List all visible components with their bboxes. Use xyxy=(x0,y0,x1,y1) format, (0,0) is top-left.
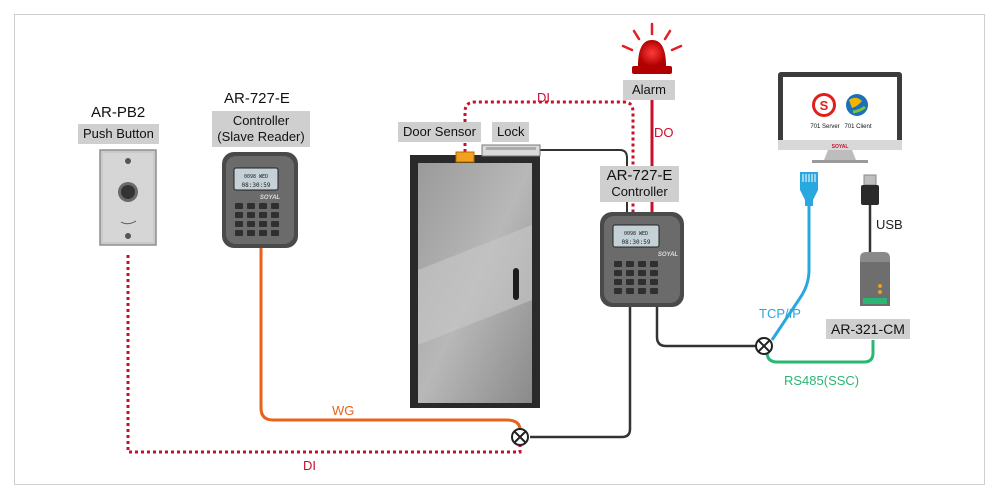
alarm-light-icon xyxy=(621,22,683,74)
rs485-label: RS485(SSC) xyxy=(784,373,860,388)
push-button-model: AR-PB2 xyxy=(91,104,146,121)
converter-tag: AR-321-CM xyxy=(826,319,910,339)
svg-text:0098 WED: 0098 WED xyxy=(244,174,268,180)
door-icon xyxy=(410,155,540,408)
svg-text:0098 WED: 0098 WED xyxy=(624,231,648,237)
rs485-wire xyxy=(765,340,875,364)
slave-reader-tag: Controller (Slave Reader) xyxy=(212,111,310,147)
alarm-tag: Alarm xyxy=(623,80,675,100)
lock-icon xyxy=(481,144,541,157)
wg-wire xyxy=(259,248,522,431)
svg-text:701 Client: 701 Client xyxy=(844,124,871,130)
svg-text:SOYAL: SOYAL xyxy=(658,252,679,258)
push-button-tag: Push Button xyxy=(78,124,159,144)
slave-reader-tag-line1: Controller xyxy=(232,113,290,128)
di-top-label: DI xyxy=(537,90,550,105)
controller-model: AR-727-E xyxy=(606,167,673,184)
slave-reader-model: AR-727-E xyxy=(224,90,290,107)
usb-plug-icon xyxy=(861,174,879,205)
svg-text:08:30:59: 08:30:59 xyxy=(242,182,271,189)
keypad-reader-icon: 0098 WED 08:30:59 SOYAL xyxy=(600,212,684,307)
junction-icon xyxy=(755,337,773,355)
push-button-icon xyxy=(99,149,157,246)
controller-to-converter-wire xyxy=(655,305,757,348)
svg-text:08:30:59: 08:30:59 xyxy=(622,239,651,246)
diagram-frame xyxy=(14,14,985,485)
door-sensor-tag: Door Sensor xyxy=(398,122,481,142)
tcpip-wire xyxy=(770,205,811,341)
do-label: DO xyxy=(654,125,674,140)
door-sensor-icon xyxy=(455,151,475,163)
controller-to-junction-wire xyxy=(530,305,632,439)
svg-text:SOYAL: SOYAL xyxy=(260,195,281,201)
lock-tag: Lock xyxy=(492,122,530,142)
converter-icon xyxy=(860,252,890,306)
keypad-reader-icon: 0098 WED 08:30:59 SOYAL xyxy=(222,152,298,248)
junction-icon xyxy=(511,428,529,446)
wg-label: WG xyxy=(332,403,355,418)
controller-tag: AR-727-E Controller xyxy=(600,166,679,202)
di-bottom-label: DI xyxy=(303,458,316,473)
svg-text:SOYAL: SOYAL xyxy=(832,144,849,150)
lock-wire xyxy=(540,149,628,215)
di-wire-top xyxy=(463,100,635,212)
tcpip-label: TCP/IP xyxy=(759,306,801,321)
slave-reader-tag-line2: (Slave Reader) xyxy=(217,129,305,144)
monitor-icon: SOYAL S 701 Server 701 Client xyxy=(778,72,902,163)
controller-tag-label: Controller xyxy=(611,184,668,199)
rj45-plug-icon xyxy=(800,172,818,206)
svg-text:S: S xyxy=(820,98,829,113)
usb-label: USB xyxy=(876,217,903,232)
svg-text:701 Server: 701 Server xyxy=(810,124,839,130)
